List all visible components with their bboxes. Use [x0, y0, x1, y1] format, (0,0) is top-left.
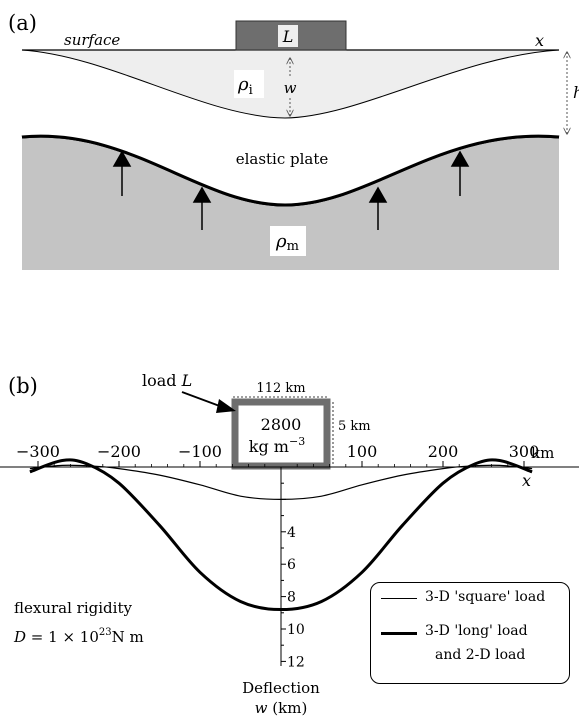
legend-swatch-thin	[381, 598, 417, 599]
legend-item-square: 3-D 'square' load	[381, 589, 571, 609]
plate-line	[21, 134, 560, 207]
load-density-unit: kg m−3	[249, 435, 305, 456]
load-callout: load L	[142, 371, 192, 390]
x-tick-label: −300	[16, 442, 60, 461]
deflection-label-a: w	[284, 79, 297, 97]
x-tick-label: −200	[97, 442, 141, 461]
x-tick-label: −100	[178, 442, 222, 461]
buoyancy-arrows	[112, 150, 470, 230]
x-tick-label: 100	[347, 442, 378, 461]
load-width-label: 112 km	[256, 381, 305, 396]
load-density-value: 2800	[261, 415, 302, 434]
y-ticks: 4 6 8 10 12	[281, 482, 305, 670]
load-height-label: 5 km	[338, 419, 371, 434]
buoyancy-arrowhead-3	[368, 186, 388, 203]
series-square-load	[29, 464, 533, 501]
load-block-b	[231, 398, 331, 470]
y-tick-label: 6	[287, 557, 296, 573]
ice-density-symbol: ρi	[237, 74, 253, 98]
x-ticks: −300 −200 −100 100 200 300	[16, 442, 539, 467]
buoyancy-arrowhead-1	[112, 150, 132, 167]
mantle-density-symbol: ρm	[275, 231, 299, 254]
y-tick-label: 4	[287, 525, 296, 541]
y-tick-label: 10	[287, 622, 305, 638]
x-tick-label: 200	[428, 442, 459, 461]
deflection-curves	[29, 458, 533, 612]
load-label: L	[282, 27, 294, 46]
y-axis-title-line2: w (km)	[255, 699, 308, 717]
x-axis-unit: km	[531, 444, 554, 462]
legend-swatch-thick	[381, 632, 417, 635]
panel-b-label: (b)	[8, 374, 38, 398]
y-tick-label: 8	[287, 590, 296, 606]
panel-a-label: (a)	[8, 11, 37, 35]
y-tick-label: 12	[287, 654, 305, 670]
series-long-load	[29, 458, 533, 612]
legend-label-long-2: and 2-D load	[435, 647, 526, 663]
plate-gap	[22, 132, 559, 205]
buoyancy-arrowhead-2	[192, 186, 212, 203]
load-label-bg	[278, 25, 298, 47]
rigidity-label: flexural rigidity	[14, 599, 132, 617]
surface-label: surface	[64, 31, 120, 49]
load-callout-arrowhead	[216, 399, 236, 413]
x-tick-label: 300	[509, 442, 540, 461]
ice-label-bg	[234, 70, 264, 98]
x-axis-label: x	[522, 471, 531, 490]
buoyancy-arrowhead-4	[450, 150, 470, 167]
y-axis-title-line1: Deflection	[242, 679, 320, 697]
legend-item-long: 3-D 'long' load and 2-D load	[381, 623, 571, 667]
legend-label-long: 3-D 'long' load	[425, 623, 528, 639]
plate-label: elastic plate	[236, 150, 329, 168]
mantle-label-bg	[270, 226, 306, 256]
rigidity-equation: D = 1 × 1023N m	[13, 627, 144, 646]
legend: 3-D 'square' load 3-D 'long' load and 2-…	[370, 582, 570, 684]
w-label-bg	[283, 78, 298, 98]
x-label-a: x	[535, 31, 544, 50]
thickness-label: h	[573, 83, 579, 102]
legend-label-square: 3-D 'square' load	[425, 589, 546, 605]
